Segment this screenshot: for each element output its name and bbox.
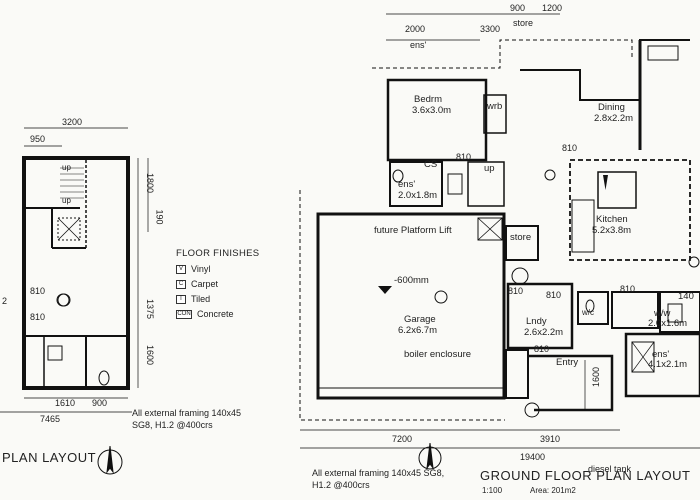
ground-dim-3910: 3910 [540, 434, 561, 444]
upper-dim-1375: 1375 [145, 298, 156, 320]
room-bedroom-name: Bedrm [414, 94, 442, 105]
legend-code-concrete: CON [176, 309, 192, 319]
room-store: store [510, 232, 532, 243]
level-arrow [378, 286, 392, 294]
upper-dim-1600: 1600 [145, 344, 156, 366]
upper-dim-1610: 1610 [55, 398, 76, 408]
ground-floor-walls [299, 13, 700, 449]
room-ens1-name: ens' [398, 179, 416, 190]
ground-plan-area: Area: 201m2 [530, 486, 576, 495]
room-laundry-size: 2.6x2.2m [524, 327, 564, 338]
legend-item-concrete: CON Concrete [176, 309, 234, 319]
room-ens2-size: 4.1x2.1m [648, 359, 688, 370]
upper-dim-190: 190 [154, 209, 165, 225]
room-dining-name: Dining [598, 102, 625, 113]
ground-dim-810-d: 810 [508, 286, 524, 296]
ground-framing-note-1: All external framing 140x45 SG8, [312, 468, 445, 478]
ground-plan-scale: 1:100 [482, 486, 503, 495]
ground-framing-note-2: H1.2 @400crs [312, 480, 370, 490]
legend-item-tiled: T Tiled [176, 294, 210, 304]
room-platform-lift: future Platform Lift [374, 225, 452, 236]
north-arrow-ground-icon [418, 442, 442, 470]
room-wrb: wrb [487, 101, 503, 112]
upper-dim-810a: 810 [30, 286, 46, 296]
legend-item-vinyl: V Vinyl [176, 264, 210, 274]
ground-dim-810-c: 810 [546, 290, 562, 300]
room-dining-size: 2.8x2.2m [594, 113, 634, 124]
room-ww-name: w/w [654, 308, 671, 319]
kitchen-arrow [603, 175, 608, 190]
ground-dim-1600: 1600 [591, 366, 602, 388]
upper-dim-1800: 1800 [145, 172, 156, 194]
room-ww-size: 2.0x1.6m [648, 318, 688, 329]
upper-label-up-1: up [62, 163, 71, 172]
upper-framing-note-2: SG8, H1.2 @400crs [132, 420, 213, 430]
ground-dim-store: store [513, 18, 534, 28]
ground-dim-900: 900 [510, 3, 526, 13]
legend-code-tiled: T [176, 294, 186, 304]
upper-dim-3200: 3200 [62, 117, 83, 127]
ground-dim-810-f: 810 [620, 284, 636, 294]
upper-dim-7465: 7465 [40, 414, 61, 424]
room-cs: CS [424, 159, 438, 170]
ground-dim-ens: ens' [410, 40, 427, 50]
north-arrow-upper-icon [97, 445, 123, 475]
ground-dim-1200: 1200 [542, 3, 563, 13]
ground-dim-810-b: 810 [562, 143, 578, 153]
ground-plan-title: GROUND FLOOR PLAN LAYOUT [480, 468, 691, 483]
room-ens1-size: 2.0x1.8m [398, 190, 438, 201]
legend-title: FLOOR FINISHES [176, 248, 260, 259]
room-ens2-name: ens' [652, 349, 670, 360]
room-wc: w/c [582, 308, 594, 317]
room-partial-140: 140 [678, 291, 694, 302]
room-up: up [484, 163, 495, 174]
legend-code-carpet: C [176, 279, 186, 289]
ground-dim-2000: 2000 [405, 24, 426, 34]
room-kitchen-size: 5.2x3.8m [592, 225, 632, 236]
garage-level: -600mm [394, 275, 429, 286]
upper-framing-note-1: All external framing 140x45 [132, 408, 242, 418]
room-kitchen-name: Kitchen [596, 214, 628, 225]
ground-dim-3300: 3300 [480, 24, 501, 34]
upper-dim-950: 950 [30, 134, 46, 144]
ground-label-diesel-tank: diesel tank [588, 464, 632, 474]
room-boiler: boiler enclosure [404, 349, 472, 360]
room-laundry-name: Lndy [526, 316, 547, 327]
room-garage-size: 6.2x6.7m [398, 325, 438, 336]
room-bedroom-size: 3.6x3.0m [412, 105, 452, 116]
legend-label-concrete: Concrete [197, 309, 234, 319]
upper-dim-900: 900 [92, 398, 108, 408]
smoke-detector-icons [56, 169, 556, 307]
ground-dim-810-a: 810 [456, 152, 472, 162]
legend-label-tiled: Tiled [191, 294, 211, 304]
legend-code-vinyl: V [176, 264, 186, 274]
upper-plan-title: PLAN LAYOUT [2, 450, 97, 465]
upper-dim-810b: 810 [30, 312, 46, 322]
legend-label-carpet: Carpet [191, 279, 219, 289]
upper-floor-walls [0, 127, 149, 413]
room-garage-name: Garage [404, 314, 436, 325]
ground-dim-810-e: 810 [534, 344, 550, 354]
ground-dim-7200: 7200 [392, 434, 413, 444]
upper-dim-2: 2 [2, 296, 8, 306]
upper-label-up-2: up [62, 196, 71, 205]
legend-label-vinyl: Vinyl [191, 264, 211, 274]
room-entry: Entry [556, 357, 579, 368]
legend-item-carpet: C Carpet [176, 279, 218, 289]
ground-dim-19400: 19400 [520, 452, 546, 462]
